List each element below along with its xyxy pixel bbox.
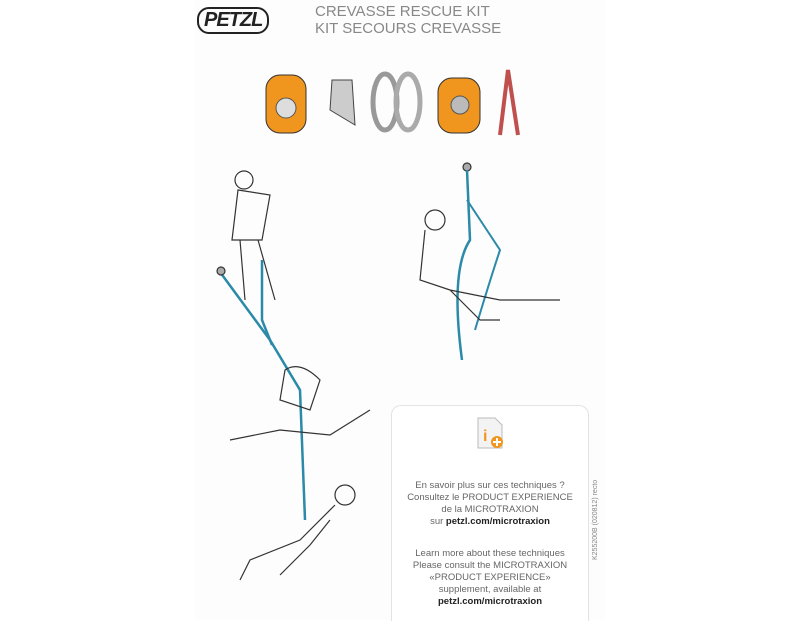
- url-link[interactable]: petzl.com/microtraxion: [438, 596, 542, 607]
- carabiner-icon: [370, 71, 400, 133]
- page-title: CREVASSE RESCUE KIT KIT SECOURS CREVASSE: [315, 3, 501, 37]
- text-line: «PRODUCT EXPERIENCE»: [429, 572, 551, 583]
- info-box: i En savoir plus sur ces techniques ? Co…: [391, 405, 589, 621]
- equipment-row: [265, 69, 520, 136]
- text-line: de la MICROTRAXION: [441, 504, 539, 515]
- text-line: Learn more about these techniques: [415, 548, 565, 559]
- url-link[interactable]: petzl.com/microtraxion: [445, 516, 550, 527]
- reference-code: K255200B (020812) recto: [592, 479, 599, 560]
- text-line: sur: [430, 516, 446, 527]
- info-document-icon: i: [475, 416, 505, 450]
- text-line: supplement, available at: [438, 584, 542, 595]
- petzl-logo: PETZL: [197, 7, 270, 34]
- title-fr: KIT SECOURS CREVASSE: [315, 20, 502, 37]
- sling-icon: [498, 69, 520, 136]
- text-line: En savoir plus sur ces techniques ?: [415, 480, 565, 491]
- carabiner-icon: [393, 71, 423, 133]
- text-line: Please consult the MICROTRAXION: [412, 560, 568, 571]
- svg-text:i: i: [483, 428, 487, 445]
- text-line: Consultez le PRODUCT EXPERIENCE: [407, 492, 573, 503]
- title-en: CREVASSE RESCUE KIT: [315, 3, 490, 20]
- rescue-illustration-left: [216, 170, 371, 581]
- ring-icon: [329, 79, 356, 126]
- rescue-illustration-right: [419, 162, 560, 361]
